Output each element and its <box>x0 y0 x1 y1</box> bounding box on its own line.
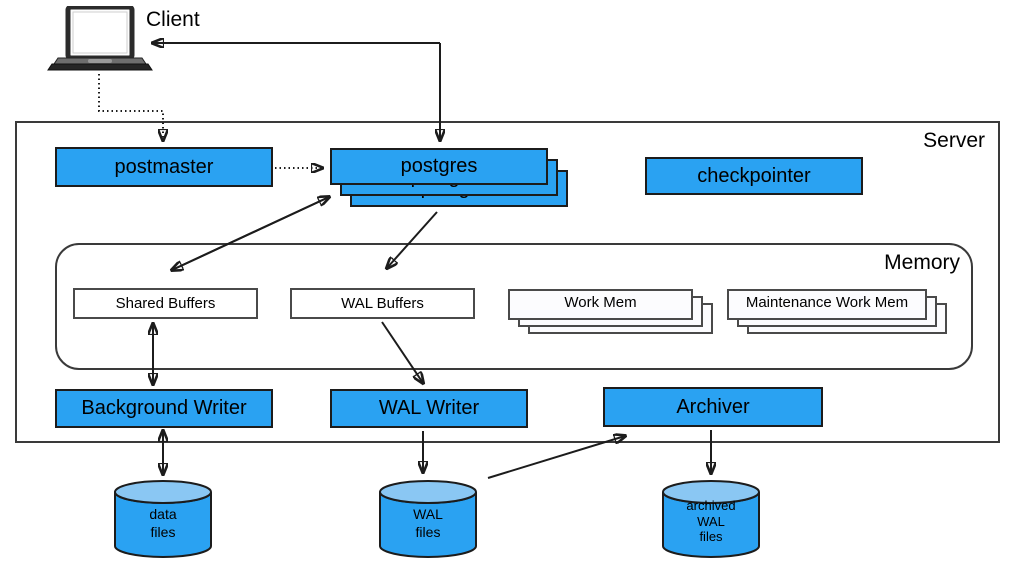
memory-label: Memory <box>884 251 960 274</box>
background-writer-box: Background Writer <box>55 389 273 428</box>
archiver-box: Archiver <box>603 387 823 427</box>
postgres-box-front: postgres <box>330 148 548 185</box>
checkpointer-box: checkpointer <box>645 157 863 195</box>
wal-writer-box: WAL Writer <box>330 389 528 428</box>
client-laptop-icon <box>44 4 154 74</box>
cylinder-graphic <box>662 480 760 558</box>
shared-buffers-box: Shared Buffers <box>73 288 258 319</box>
data-files-label: data files <box>149 506 177 540</box>
laptop-graphic <box>47 4 153 71</box>
archived-wal-files-label: archived WAL files <box>686 498 736 544</box>
client-label: Client <box>146 8 200 31</box>
data-files-cylinder: data files <box>113 479 213 559</box>
wal-buffers-box: WAL Buffers <box>290 288 475 319</box>
cylinder-graphic <box>379 480 477 558</box>
work-mem-box-front: Work Mem <box>508 289 693 320</box>
postmaster-box: postmaster <box>55 147 273 187</box>
wal-files-label: WAL files <box>413 506 443 540</box>
archived-wal-files-cylinder: archived WAL files <box>661 479 761 559</box>
maintenance-work-mem-box-front: Maintenance Work Mem <box>727 289 927 320</box>
server-label: Server <box>923 129 985 152</box>
cylinder-graphic <box>114 480 212 558</box>
wal-files-cylinder: WAL files <box>378 479 478 559</box>
memory-boundary <box>55 243 973 370</box>
